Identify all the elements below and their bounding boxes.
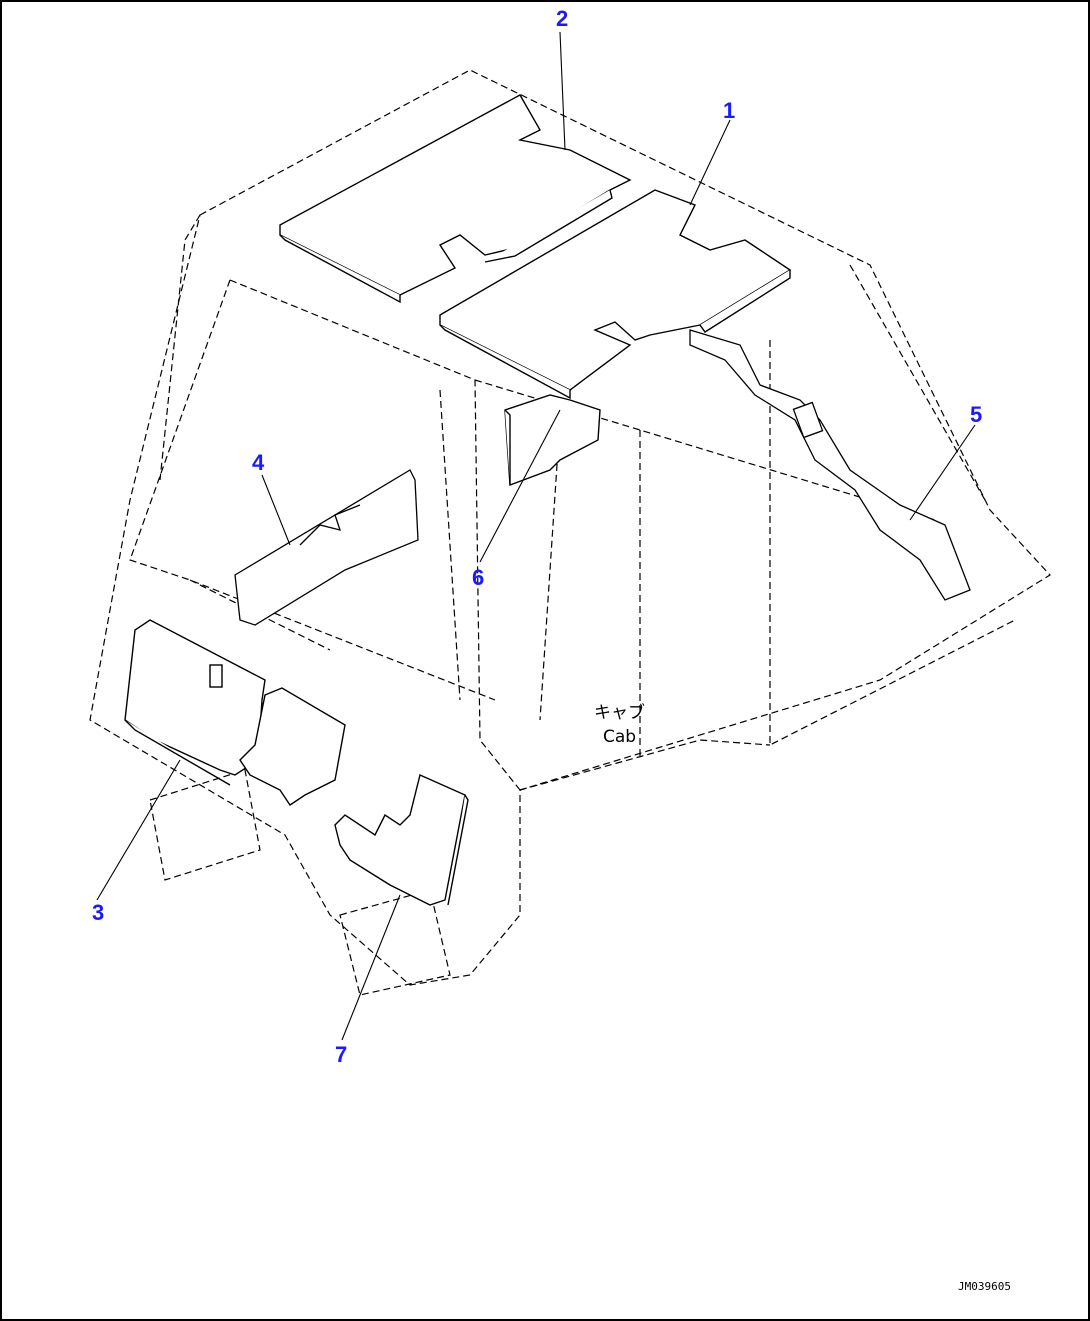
drawing-id: JM039605 [958, 1280, 1011, 1293]
part-3-front-lower-panel [124, 619, 266, 786]
part-6-pillar-panel [504, 394, 601, 486]
callout-5: 5 [970, 402, 982, 427]
part-2-roof-panel [279, 94, 632, 304]
part-7-l-panel [334, 774, 469, 906]
callout-4: 4 [252, 450, 265, 475]
cab-frame [89, 69, 1051, 996]
callout-7: 7 [335, 1042, 347, 1067]
callout-2: 2 [556, 6, 568, 31]
part-4-front-strip [234, 469, 419, 626]
cab-label-jp: キャブ [594, 702, 645, 723]
part-3-side-panel [239, 687, 346, 806]
part-5-rear-strip [689, 329, 971, 601]
callout-1: 1 [723, 98, 735, 123]
callout-3: 3 [92, 900, 104, 925]
leader-lines [96, 31, 976, 1041]
callout-6: 6 [472, 565, 484, 590]
cab-label-en: Cab [603, 727, 636, 747]
part-1-roof-panel [439, 189, 792, 400]
